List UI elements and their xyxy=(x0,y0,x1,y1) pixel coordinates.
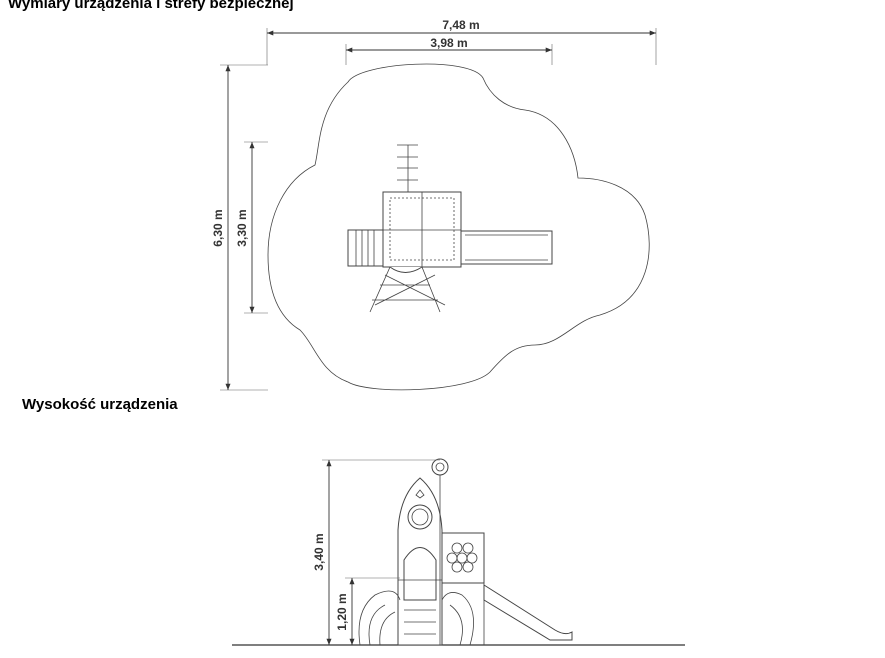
dimension-label-device-width: 3,98 m xyxy=(430,36,467,50)
dimension-platform-height: 1,20 m xyxy=(335,577,400,645)
dimension-label-total-width: 7,48 m xyxy=(442,18,479,32)
section-title-dimensions: Wymiary urządzenia i strefy bezpiecznej xyxy=(8,0,294,12)
dimension-label-total-height: 3,40 m xyxy=(312,533,326,570)
dimension-label-total-depth: 6,30 m xyxy=(211,209,225,246)
dimension-device-width: 3,98 m xyxy=(345,36,553,65)
section-title-height: Wysokość urządzenia xyxy=(22,396,178,413)
equipment-plan-view xyxy=(347,144,553,313)
dimension-label-platform-height: 1,20 m xyxy=(335,593,349,630)
equipment-elevation-view xyxy=(358,458,573,646)
dimension-label-device-depth: 3,30 m xyxy=(235,209,249,246)
dimension-total-height: 3,40 m xyxy=(312,459,440,645)
dimension-total-depth: 6,30 m xyxy=(211,64,268,391)
dimension-total-width: 7,48 m xyxy=(266,18,657,65)
safety-zone xyxy=(267,63,650,391)
dimension-device-depth: 3,30 m xyxy=(235,141,268,314)
